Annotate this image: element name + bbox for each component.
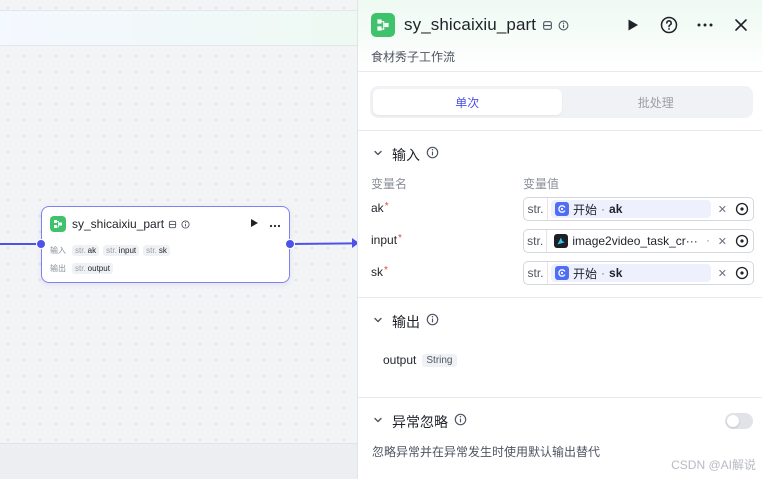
panel-header: sy_shicaixiu_part xyxy=(358,0,762,72)
watermark: CSDN @AI解说 xyxy=(671,458,756,472)
output-section-header[interactable]: 输出 xyxy=(372,313,439,331)
workflow-app-icon xyxy=(50,216,66,232)
run-mode-tabs: 单次 批处理 xyxy=(370,86,753,118)
more-options-icon[interactable] xyxy=(269,215,281,233)
database-icon xyxy=(168,220,177,229)
input-section-header[interactable]: 输入 xyxy=(372,146,439,164)
output-section-title: 输出 xyxy=(392,314,420,330)
info-icon[interactable] xyxy=(558,20,569,31)
node-output-port[interactable] xyxy=(285,239,295,249)
tab-single[interactable]: 单次 xyxy=(373,89,562,115)
edge-arrow-icon xyxy=(352,238,359,248)
divider xyxy=(358,297,762,298)
chevron-down-icon[interactable] xyxy=(372,413,384,431)
input-variable-row: input* str. image2video_task_cr··· · ✕ xyxy=(371,229,754,253)
output-variable: output String xyxy=(383,353,457,367)
node-output-chip: str.output xyxy=(72,262,113,274)
node-input-port[interactable] xyxy=(36,239,46,249)
canvas-bottom-bar xyxy=(0,443,362,479)
type-badge: str. xyxy=(524,198,548,220)
chevron-down-icon[interactable] xyxy=(372,313,384,331)
panel-description: 食材秀子工作流 xyxy=(371,50,456,64)
info-icon[interactable] xyxy=(426,313,439,331)
help-icon[interactable] xyxy=(659,15,679,35)
variable-picker-icon[interactable] xyxy=(735,202,749,216)
run-node-icon[interactable] xyxy=(623,15,643,35)
run-node-icon[interactable] xyxy=(250,215,259,233)
variable-name: ak* xyxy=(371,201,389,215)
node-config-panel: sy_shicaixiu_part xyxy=(357,0,762,479)
info-icon[interactable] xyxy=(426,146,439,164)
incoming-edge xyxy=(0,243,40,245)
ignore-section-title: 异常忽略 xyxy=(392,414,448,430)
node-input-chip: str.input xyxy=(103,244,140,256)
variable-reference-chip[interactable]: 开始 · ak xyxy=(551,200,711,218)
close-icon[interactable] xyxy=(731,15,751,35)
variable-picker-icon[interactable] xyxy=(735,234,749,248)
clear-icon[interactable]: ✕ xyxy=(717,203,727,216)
node-title: sy_shicaixiu_part xyxy=(72,217,165,231)
ignore-section-description: 忽略异常并在异常发生时使用默认输出替代 xyxy=(372,445,601,459)
separator-dot: · xyxy=(706,235,710,247)
divider xyxy=(358,397,762,398)
node-output-label: 输出 xyxy=(50,263,66,273)
output-name: output xyxy=(383,353,417,367)
variable-value-field[interactable]: str. 开始 · sk ✕ xyxy=(523,261,754,285)
input-variable-row: sk* str. 开始 · sk ✕ xyxy=(371,261,754,285)
variable-name: input* xyxy=(371,233,402,247)
variable-reference-chip[interactable]: 开始 · sk xyxy=(551,264,711,282)
variable-reference-chip[interactable]: image2video_task_cr··· xyxy=(550,232,706,250)
tab-batch[interactable]: 批处理 xyxy=(637,95,674,110)
column-header-value: 变量值 xyxy=(523,177,560,191)
variable-picker-icon[interactable] xyxy=(735,266,749,280)
node-inputs-row: 输入 str.ak str.input str.sk xyxy=(50,243,170,257)
panel-title: sy_shicaixiu_part xyxy=(404,15,537,34)
more-options-icon[interactable] xyxy=(695,15,715,35)
column-header-name: 变量名 xyxy=(371,177,408,191)
workflow-node[interactable]: sy_shicaixiu_part 输入 str.ak str.input st… xyxy=(41,206,290,283)
node-input-chip: str.ak xyxy=(72,244,100,256)
variable-name: sk* xyxy=(371,265,388,279)
type-badge: str. xyxy=(524,262,548,284)
info-icon[interactable] xyxy=(454,413,467,431)
image2video-icon xyxy=(554,234,569,248)
ignore-section-header[interactable]: 异常忽略 xyxy=(372,413,467,431)
variable-value-field[interactable]: str. image2video_task_cr··· · ✕ xyxy=(523,229,754,253)
outgoing-edge xyxy=(289,242,355,245)
workflow-canvas[interactable]: sy_shicaixiu_part 输入 str.ak str.input st… xyxy=(0,0,362,479)
clear-icon[interactable]: ✕ xyxy=(717,235,727,248)
type-badge: str. xyxy=(524,230,548,252)
output-type-badge: String xyxy=(422,353,457,367)
canvas-toolbar xyxy=(0,10,362,46)
chevron-down-icon[interactable] xyxy=(372,146,384,164)
clear-icon[interactable]: ✕ xyxy=(717,267,727,280)
database-icon xyxy=(542,20,553,31)
node-outputs-row: 输出 str.output xyxy=(50,261,113,275)
input-section-title: 输入 xyxy=(392,147,420,163)
info-icon[interactable] xyxy=(181,219,190,229)
ignore-exception-toggle[interactable] xyxy=(725,413,753,429)
node-input-chip: str.sk xyxy=(143,244,170,256)
node-input-label: 输入 xyxy=(50,245,66,255)
workflow-app-icon xyxy=(371,13,395,37)
divider xyxy=(358,130,762,131)
start-icon xyxy=(555,266,569,280)
input-variable-row: ak* str. 开始 · ak ✕ xyxy=(371,197,754,221)
start-icon xyxy=(555,202,569,216)
variable-value-field[interactable]: str. 开始 · ak ✕ xyxy=(523,197,754,221)
